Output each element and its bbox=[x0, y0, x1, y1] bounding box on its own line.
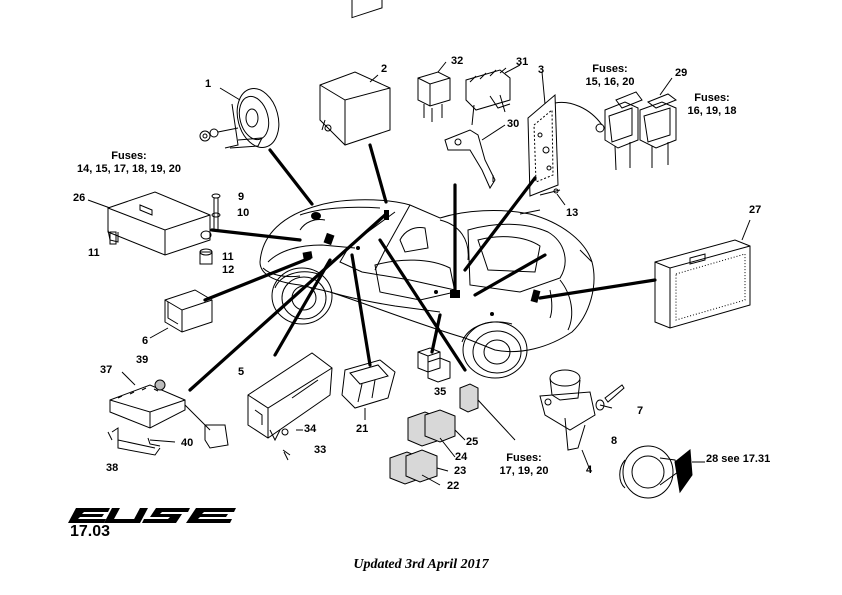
leader-lines bbox=[188, 143, 657, 392]
part-label-34: 34 bbox=[304, 423, 317, 435]
part-label-7: 7 bbox=[637, 405, 644, 417]
relay-blocks-22-25 bbox=[389, 409, 456, 485]
part-label-5: 5 bbox=[238, 366, 245, 378]
part-label-11-right: 11 bbox=[222, 251, 234, 263]
part-label-35: 35 bbox=[434, 386, 447, 398]
footer-updated-date: Updated 3rd April 2017 bbox=[353, 557, 489, 572]
fuse-box-26 bbox=[87, 191, 211, 256]
horn-part bbox=[199, 87, 280, 149]
part-label-23: 23 bbox=[454, 465, 467, 477]
control-module-2 bbox=[319, 0, 391, 146]
fuse-note-top-right-b: Fuses: 16, 19, 18 bbox=[680, 92, 744, 118]
part-label-25: 25 bbox=[466, 436, 479, 448]
part-label-30: 30 bbox=[507, 118, 520, 130]
part-label-2: 2 bbox=[381, 63, 388, 75]
connector-21 bbox=[341, 359, 396, 420]
fuse-note-list: 15, 16, 20 bbox=[585, 76, 635, 88]
fuse-note-list: 17, 19, 20 bbox=[499, 465, 549, 477]
fuse-note-title: Fuses: bbox=[694, 92, 730, 104]
screw-13 bbox=[539, 188, 566, 206]
part-label-32: 32 bbox=[451, 55, 464, 67]
part-label-9: 9 bbox=[238, 191, 245, 203]
part-label-12: 12 bbox=[222, 264, 235, 276]
part-label-27: 27 bbox=[749, 204, 762, 216]
fuse-note-list: 14, 15, 17, 18, 19, 20 bbox=[77, 163, 181, 175]
elise-wordmark-icon bbox=[68, 508, 236, 523]
part-label-38: 38 bbox=[106, 462, 119, 474]
fuse-note-list: 16, 19, 18 bbox=[687, 105, 737, 117]
relay-35 bbox=[417, 347, 451, 383]
part-label-26: 26 bbox=[73, 192, 86, 204]
part-label-6: 6 bbox=[142, 335, 149, 347]
part-label-10: 10 bbox=[237, 207, 250, 219]
fuse-holder-29 bbox=[595, 77, 678, 171]
fuse-note-title: Fuses: bbox=[506, 452, 542, 464]
connector-module-6 bbox=[149, 289, 213, 339]
control-unit-37 bbox=[107, 371, 229, 456]
relay-32 bbox=[417, 61, 451, 122]
fuse-cap-bottom bbox=[459, 383, 479, 413]
key-switch-28 bbox=[619, 445, 705, 499]
fasteners-33-34 bbox=[281, 428, 303, 461]
part-label-31: 31 bbox=[516, 56, 529, 68]
part-label-24: 24 bbox=[455, 451, 468, 463]
fuse-note-bottom: Fuses: 17, 19, 20 bbox=[494, 452, 554, 478]
mounting-plate-3 bbox=[527, 71, 559, 197]
module-27 bbox=[654, 219, 751, 329]
control-module-5 bbox=[247, 352, 333, 442]
car-body-outline bbox=[259, 199, 595, 353]
relay-block-31 bbox=[465, 64, 521, 126]
part-label-22: 22 bbox=[447, 480, 460, 492]
part-label-40: 40 bbox=[181, 437, 194, 449]
part-label-29: 29 bbox=[675, 67, 688, 79]
part-label-8: 8 bbox=[611, 435, 618, 447]
part-label-28: 28 see 17.31 bbox=[706, 453, 771, 465]
page-number: 17.03 bbox=[70, 523, 111, 540]
fasteners-7-8 bbox=[595, 384, 625, 411]
part-label-39: 39 bbox=[136, 354, 149, 366]
ignition-switch-4 bbox=[539, 369, 596, 471]
fuse-note-top-right-a: Fuses: 15, 16, 20 bbox=[580, 63, 640, 89]
part-label-13: 13 bbox=[566, 207, 579, 219]
relay-block-leaders bbox=[421, 429, 466, 486]
part-label-4: 4 bbox=[586, 464, 593, 476]
bracket-30 bbox=[444, 124, 506, 190]
fuse-note-title: Fuses: bbox=[592, 63, 628, 75]
part-label-3: 3 bbox=[538, 64, 545, 76]
fuse-note-left: Fuses: 14, 15, 17, 18, 19, 20 bbox=[72, 150, 186, 176]
fasteners-9-12 bbox=[109, 193, 221, 265]
front-wheel bbox=[271, 267, 333, 325]
part-label-37: 37 bbox=[100, 364, 113, 376]
rear-wheel bbox=[461, 321, 528, 379]
part-label-1: 1 bbox=[205, 78, 212, 90]
part-label-11-left: 11 bbox=[88, 247, 100, 259]
part-label-21: 21 bbox=[356, 423, 369, 435]
fuse-note-title: Fuses: bbox=[111, 150, 147, 162]
part-label-33: 33 bbox=[314, 444, 327, 456]
